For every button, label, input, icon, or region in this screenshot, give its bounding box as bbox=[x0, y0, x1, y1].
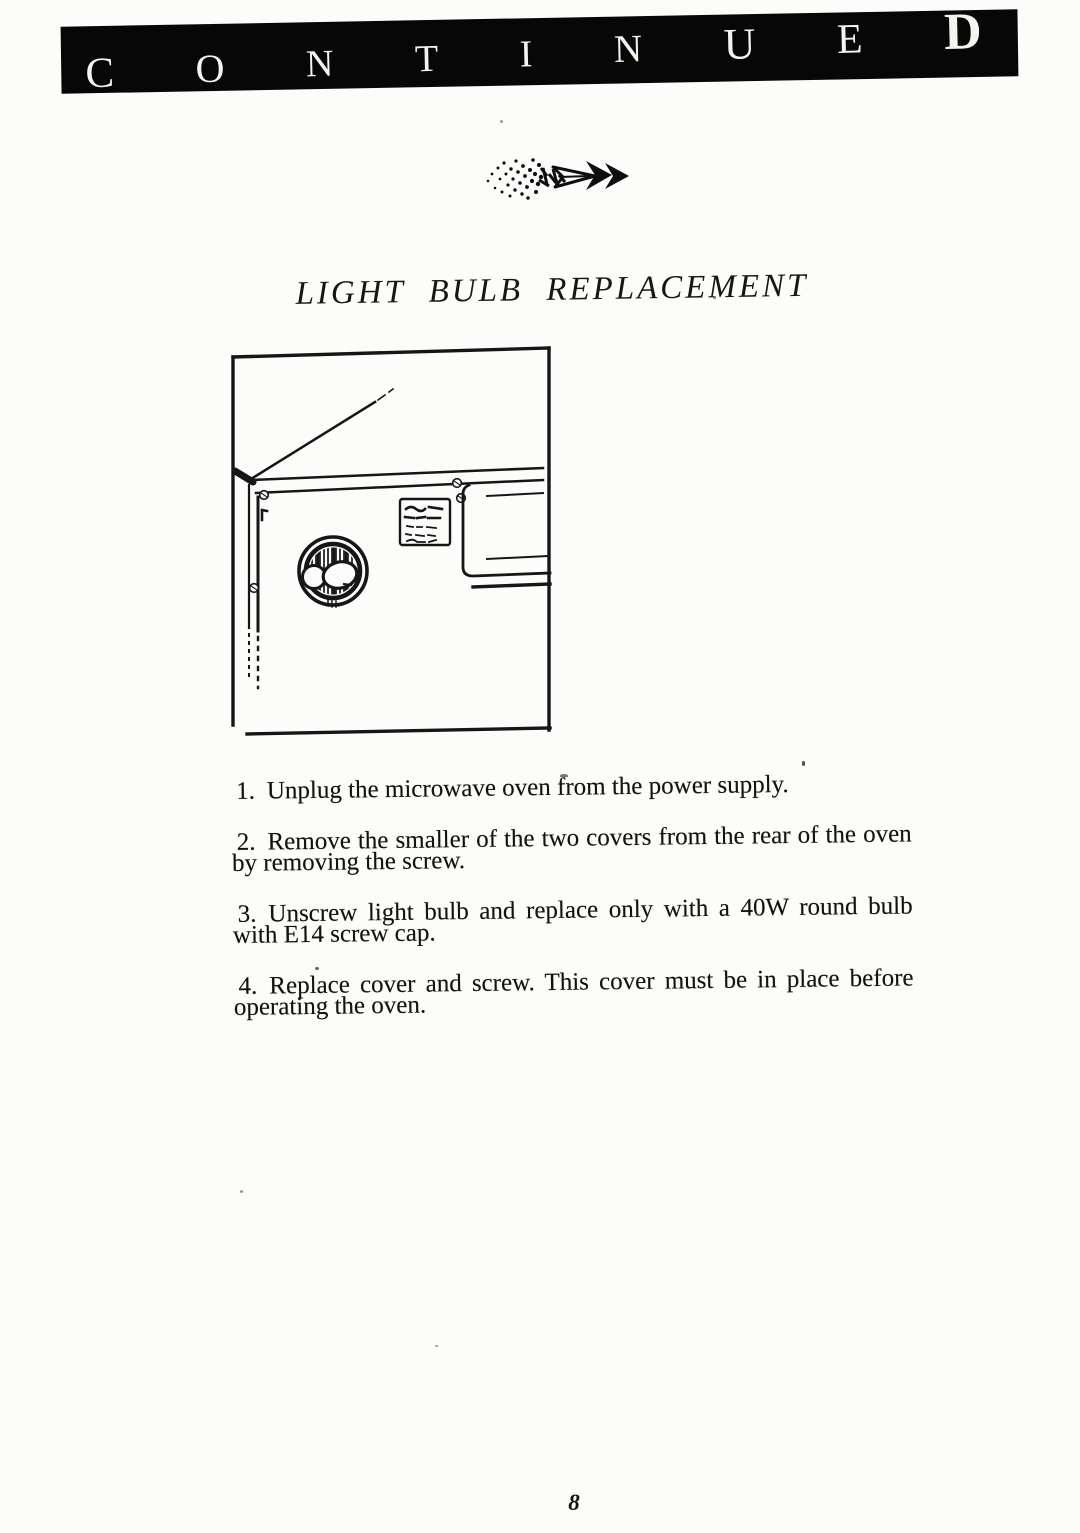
oven-rear-figure bbox=[228, 344, 554, 738]
arrow-head bbox=[551, 161, 629, 190]
oven-left-edge bbox=[247, 483, 260, 690]
large-cover-panel bbox=[461, 483, 552, 589]
figure-frame bbox=[231, 346, 552, 736]
banner-letter: N bbox=[305, 42, 334, 85]
continued-banner: C O N T I N U E D bbox=[60, 3, 1019, 97]
step-number: 1. bbox=[235, 777, 256, 805]
banner-letter: E bbox=[836, 15, 864, 63]
warning-label bbox=[398, 497, 452, 547]
scan-speck bbox=[240, 1190, 243, 1193]
scan-speck bbox=[500, 120, 503, 123]
banner-letter: U bbox=[723, 18, 756, 69]
banner-letter: C bbox=[84, 49, 115, 98]
spray-dots bbox=[486, 158, 544, 200]
scan-speck bbox=[435, 1345, 438, 1347]
continued-banner-letters: C O N T I N U E D bbox=[60, 2, 1018, 98]
instruction-list: 1. Unplug the microwave oven from the pow… bbox=[231, 770, 914, 1048]
scan-speck bbox=[315, 967, 319, 970]
instruction-step: 3.Unscrew light bulb and replace only wi… bbox=[233, 892, 913, 949]
spray-arrow-icon bbox=[486, 158, 629, 200]
section-title: LIGHT BULB REPLACEMENT bbox=[295, 267, 809, 312]
banner-letter: N bbox=[613, 27, 643, 71]
banner-letter: I bbox=[519, 32, 533, 76]
step-line: 1. Unplug the microwave oven from the pow… bbox=[231, 770, 911, 805]
banner-letter: O bbox=[195, 45, 225, 91]
banner-letter: T bbox=[414, 37, 439, 80]
instruction-step: 2.Remove the smaller of the two covers f… bbox=[232, 820, 912, 877]
banner-letter: D bbox=[943, 2, 983, 61]
step-text: Unplug the microwave oven from the power… bbox=[266, 770, 789, 805]
page-number: 8 bbox=[568, 1490, 580, 1515]
instruction-step: 1. Unplug the microwave oven from the pow… bbox=[231, 770, 911, 805]
scan-speck bbox=[713, 296, 716, 299]
bulb-cover-circle bbox=[297, 535, 369, 608]
arrow-scribble bbox=[538, 167, 567, 188]
oven-top-edges bbox=[231, 387, 545, 495]
oven-rear-illustration bbox=[231, 346, 552, 736]
scan-speck bbox=[802, 761, 805, 766]
instruction-step: 4.Replace cover and screw. This cover mu… bbox=[233, 964, 914, 1021]
scan-speck bbox=[560, 774, 568, 777]
